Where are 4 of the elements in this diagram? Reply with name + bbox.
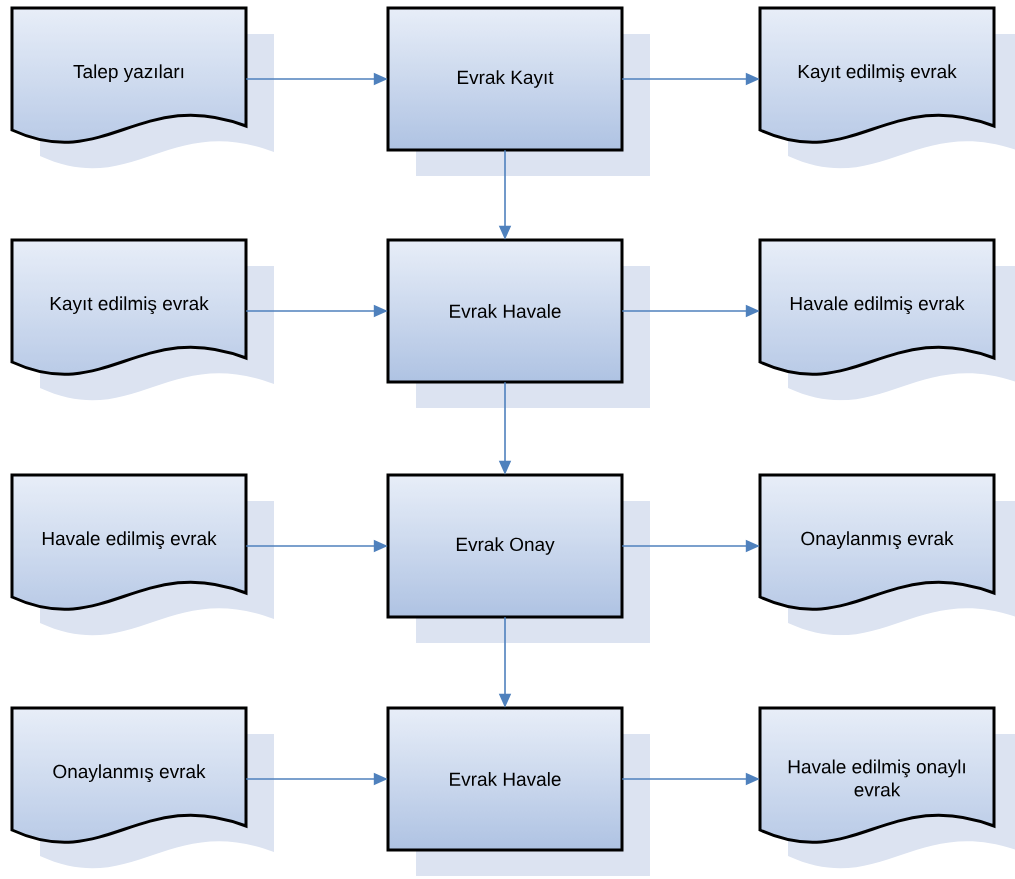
process-box: Evrak Kayıt — [386, 6, 650, 176]
process-box: Evrak Onay — [386, 473, 650, 643]
process-box: Evrak Havale — [386, 706, 650, 876]
process-box: Evrak Havale — [386, 238, 650, 408]
